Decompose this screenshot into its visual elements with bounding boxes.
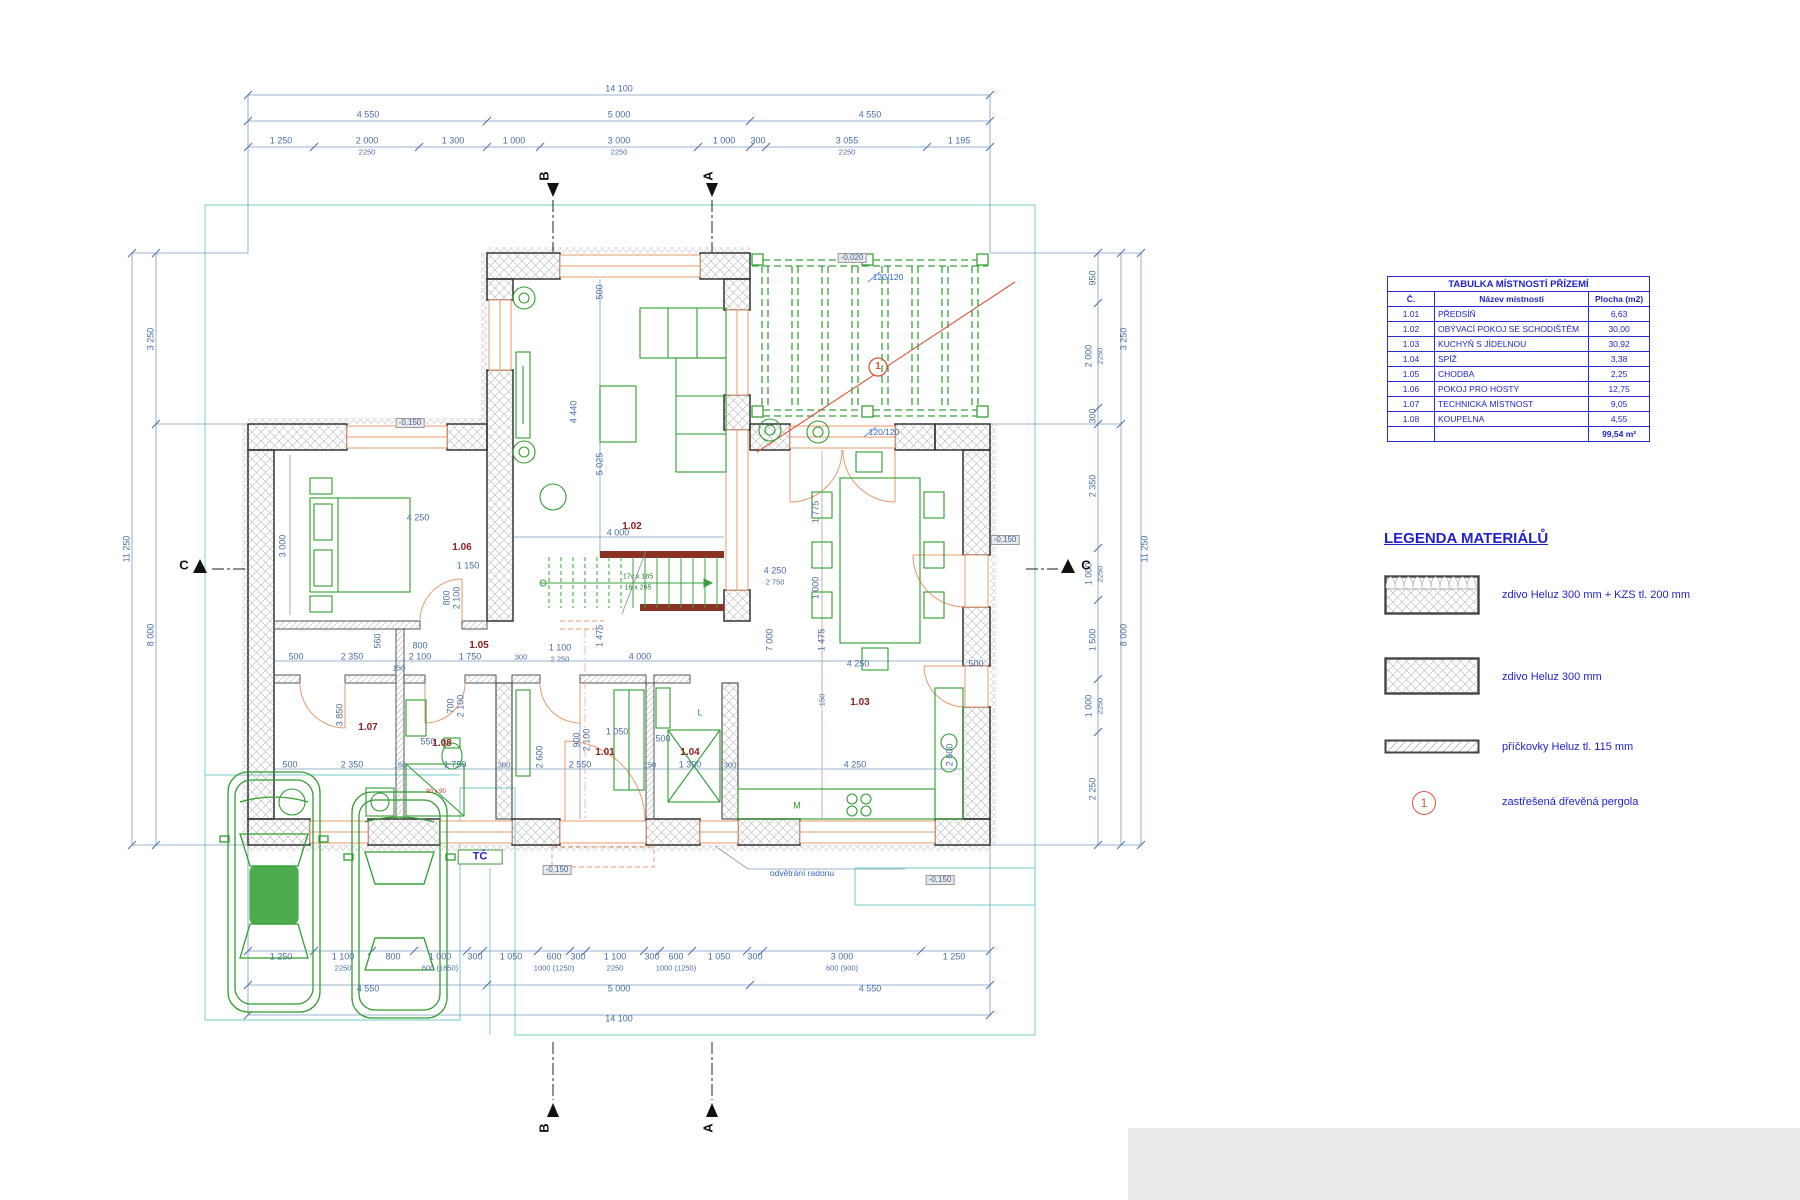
table-title: TABULKA MÍSTNOSTÍ PŘÍZEMÍ (1387, 276, 1650, 292)
legend-item-heluz-kzs: zdivo Heluz 300 mm + KZS tl. 200 mm (1384, 575, 1764, 615)
legend-item-heluz: zdivo Heluz 300 mm (1384, 657, 1764, 697)
staircase (539, 550, 724, 615)
car (219, 771, 456, 1019)
interior-walls (495, 682, 739, 820)
legend-label: příčkovky Heluz tl. 115 mm (1502, 741, 1634, 753)
pergola (751, 253, 1016, 453)
door-swings (299, 449, 966, 822)
col-header-area: Plocha (m2) (1588, 291, 1650, 307)
legend-item-pergola: 1 zastřešená dřevěná pergola (1384, 785, 1764, 819)
legend-label: zdivo Heluz 300 mm (1502, 671, 1602, 683)
site-outline (204, 204, 1036, 1036)
dimension-lines (131, 94, 1142, 1016)
col-header-number: Č. (1387, 291, 1435, 307)
table-total: 99,54 m² (1588, 426, 1650, 442)
legend-item-prickovky: příčkovky Heluz tl. 115 mm (1384, 739, 1764, 755)
dimension-ticks (127, 90, 1146, 1020)
hatch-swatch-prickovky-icon (1384, 739, 1480, 754)
legend-label: zdivo Heluz 300 mm + KZS tl. 200 mm (1502, 589, 1690, 601)
furniture (278, 286, 964, 820)
generated-line (127, 90, 1146, 1020)
exterior-walls (247, 252, 991, 846)
room-table: TABULKA MÍSTNOSTÍ PŘÍZEMÍ Č. Název místn… (1387, 276, 1650, 442)
pergola-symbol-icon: 1 (1412, 791, 1436, 815)
partition-walls (273, 620, 691, 820)
table-total-row: 99,54 m² (1387, 426, 1650, 442)
insulation-band (242, 247, 996, 851)
hatch-swatch-heluz-icon (1384, 657, 1480, 695)
reference-lines (584, 450, 823, 819)
legend-title: LEGENDA MATERIÁLŮ (1384, 530, 1549, 547)
legend-label: zastřešená dřevěná pergola (1502, 796, 1639, 808)
windows (309, 254, 989, 844)
section-markers (193, 183, 1075, 1117)
sheet-corner-background (1128, 1128, 1800, 1200)
hatch-swatch-kzs-icon (1384, 575, 1480, 615)
generated-line (761, 266, 979, 408)
col-header-name: Název místnosti (1433, 291, 1590, 307)
materials-legend: LEGENDA MATERIÁLŮ zdivo Heluz 300 mm + K… (1384, 530, 1764, 861)
misc-lines (551, 846, 655, 868)
